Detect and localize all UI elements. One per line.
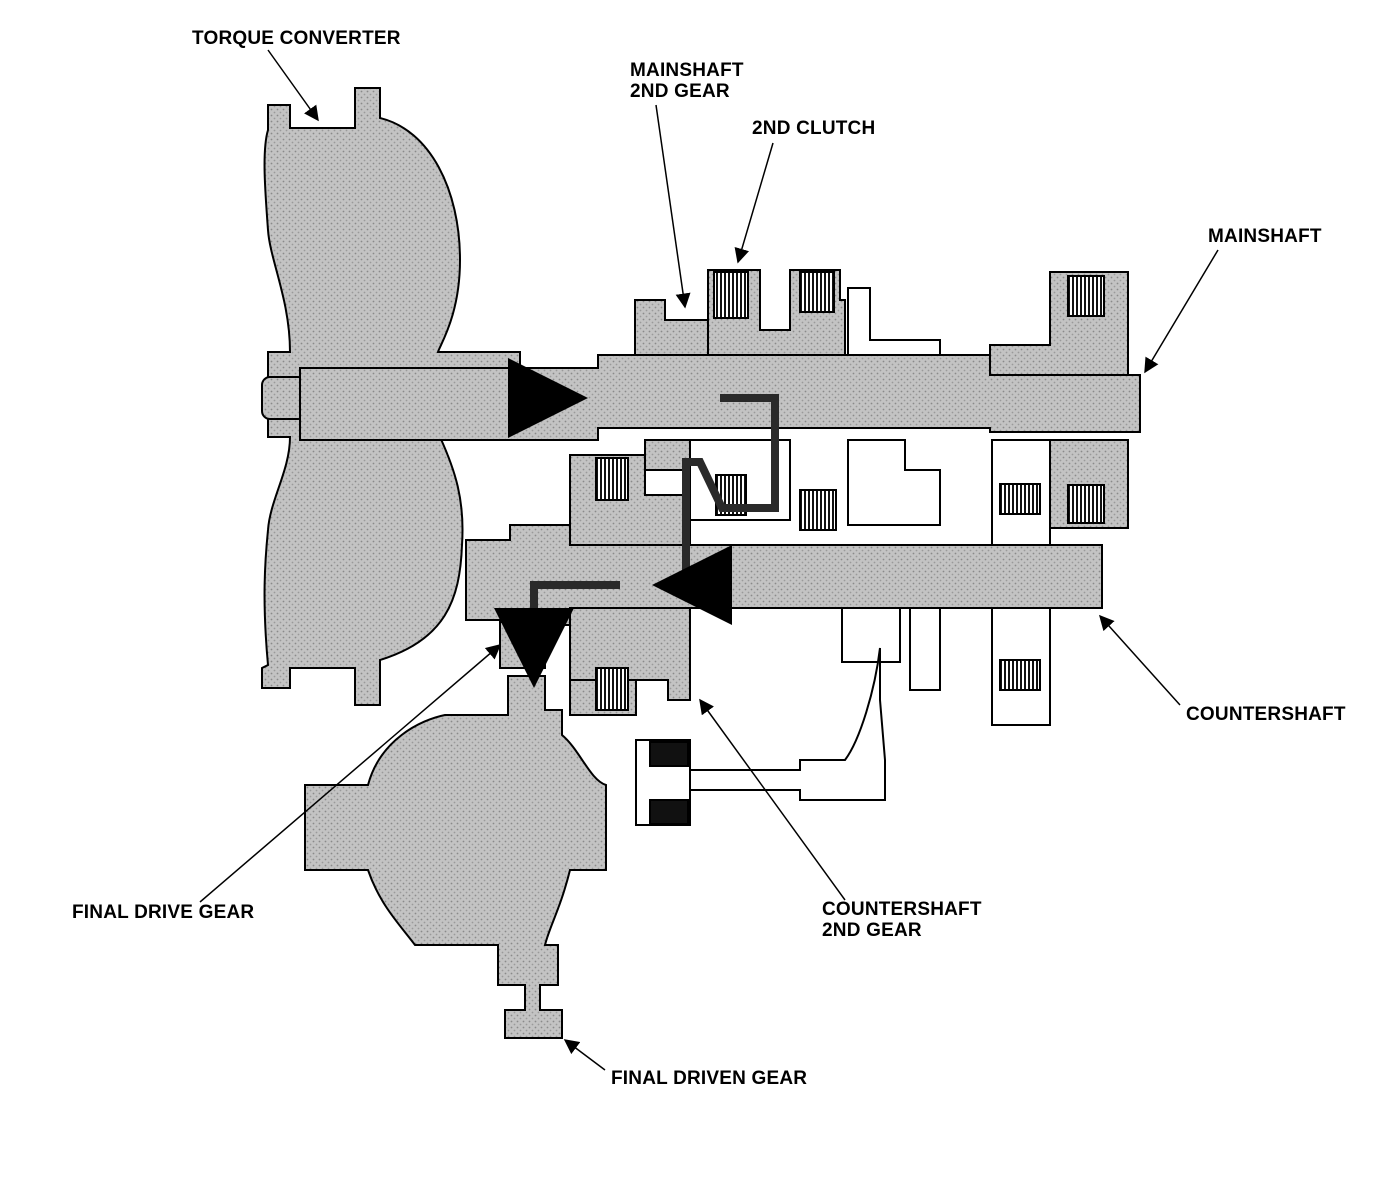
countershaft-clutch-assembly — [569, 439, 837, 546]
final-drive-gear — [499, 621, 546, 669]
mainshaft-idle-gears — [847, 287, 941, 526]
differential-final-driven-gear — [304, 675, 607, 1039]
countershaft-2nd-gear — [569, 607, 691, 716]
mainshaft-label: MAINSHAFT — [1208, 226, 1322, 247]
2nd-clutch-assembly — [707, 269, 846, 356]
2nd-clutch-label: 2ND CLUTCH — [752, 118, 876, 139]
countershaft-2nd-gear-label: COUNTERSHAFT 2ND GEAR — [822, 899, 982, 941]
leader-lines — [199, 49, 1219, 1071]
final-drive-gear-label: FINAL DRIVE GEAR — [72, 902, 255, 923]
mainshaft-2nd-gear-label: MAINSHAFT 2ND GEAR — [630, 60, 744, 102]
countershaft-label: COUNTERSHAFT — [1186, 704, 1346, 725]
countershaft-lower-gears — [841, 439, 1051, 726]
power-flow-path — [494, 358, 779, 688]
final-driven-gear-label: FINAL DRIVEN GEAR — [611, 1068, 808, 1089]
torque-converter-label: TORQUE CONVERTER — [192, 28, 401, 49]
parking-linkage — [635, 647, 886, 826]
mainshaft-4th-clutch — [989, 271, 1129, 529]
